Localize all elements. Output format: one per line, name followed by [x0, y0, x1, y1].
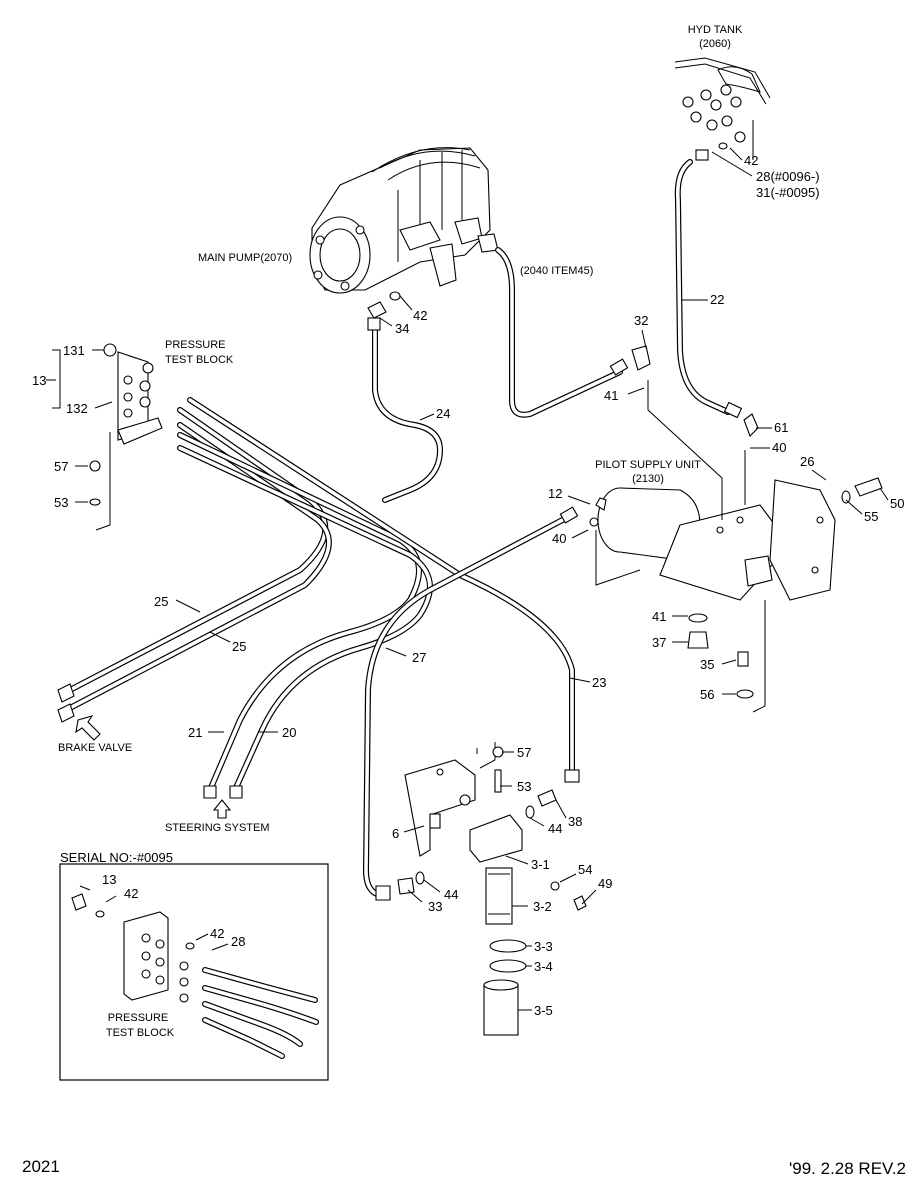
callout-55: 55 — [864, 509, 878, 524]
hose-24 — [372, 327, 443, 503]
pressure-test-block-label-1: PRESSURE — [165, 339, 226, 351]
page-number: 2021 — [22, 1157, 60, 1176]
callout-54: 54 — [578, 862, 592, 877]
callout-21: 21 — [188, 725, 202, 740]
callout-33: 33 — [428, 899, 442, 914]
hose-25-pair — [67, 407, 332, 711]
inset-callout-42a: 42 — [124, 886, 138, 901]
callout-42a: 42 — [744, 153, 758, 168]
ref-2040-label: (2040 ITEM45) — [520, 265, 593, 277]
inset-callout-28: 28 — [231, 934, 245, 949]
callout-25a: 25 — [154, 594, 168, 609]
callout-41a: 41 — [604, 388, 618, 403]
callout-35: 35 — [700, 657, 714, 672]
brake-valve-arrow — [75, 715, 101, 741]
inset-block-label-2: TEST BLOCK — [106, 1027, 175, 1039]
brake-valve-label: BRAKE VALVE — [58, 742, 132, 754]
pressure-test-block-label-2: TEST BLOCK — [165, 354, 234, 366]
callout-3-2: 3-2 — [533, 899, 552, 914]
inset-callout-42b: 42 — [210, 926, 224, 941]
callout-32: 32 — [634, 313, 648, 328]
callout-40a: 40 — [772, 440, 786, 455]
main-pump-label: MAIN PUMP(2070) — [198, 252, 292, 264]
callout-leaders — [46, 147, 889, 1011]
callout-3-1: 3-1 — [531, 857, 550, 872]
inset-block-label-1: PRESSURE — [108, 1012, 169, 1024]
main-pump — [309, 147, 499, 319]
callout-50: 50 — [890, 496, 904, 511]
hose-fittings — [57, 149, 759, 901]
callout-3-3: 3-3 — [534, 939, 553, 954]
callout-3-4: 3-4 — [534, 959, 553, 974]
callout-26: 26 — [800, 454, 814, 469]
callout-3-5: 3-5 — [534, 1003, 553, 1018]
callout-13: 13 — [32, 373, 46, 388]
hose-22 — [674, 159, 731, 415]
callout-25b: 25 — [232, 639, 246, 654]
callout-44b: 44 — [444, 887, 458, 902]
callout-49: 49 — [598, 876, 612, 891]
callout-22: 22 — [710, 292, 724, 307]
inset-callout-13: 13 — [102, 872, 116, 887]
callout-61: 61 — [774, 420, 788, 435]
pilot-supply-ref: (2130) — [632, 473, 664, 485]
pressure-test-block — [89, 343, 163, 531]
callout-41b: 41 — [652, 609, 666, 624]
revision-label: '99. 2.28 REV.2 — [789, 1159, 906, 1178]
callout-57b: 57 — [517, 745, 531, 760]
callout-57a: 57 — [54, 459, 68, 474]
callout-40b: 40 — [552, 531, 566, 546]
callout-24: 24 — [436, 406, 450, 421]
callout-131: 131 — [63, 343, 85, 358]
callout-23: 23 — [592, 675, 606, 690]
inset-box — [59, 863, 329, 1081]
callout-28a: 28(#0096-) — [756, 169, 820, 184]
inset-serial-label: SERIAL NO:-#0095 — [60, 850, 173, 865]
hyd-tank-ref: (2060) — [699, 38, 731, 50]
callout-44a: 44 — [548, 821, 562, 836]
steering-system-label: STEERING SYSTEM — [165, 822, 270, 834]
steering-system-arrow — [212, 799, 232, 819]
pilot-supply-unit-label: PILOT SUPPLY UNIT — [595, 459, 701, 471]
callout-6: 6 — [392, 826, 399, 841]
hose-23 — [187, 397, 575, 778]
filter-assembly — [397, 742, 587, 1036]
callout-12: 12 — [548, 486, 562, 501]
callout-42b: 42 — [413, 308, 427, 323]
pilot-supply-unit — [589, 380, 883, 713]
callout-53b: 53 — [517, 779, 531, 794]
hyd-tank — [674, 57, 771, 160]
callout-132: 132 — [66, 401, 88, 416]
hose-2040 — [495, 247, 623, 418]
callout-34: 34 — [395, 321, 409, 336]
callout-37: 37 — [652, 635, 666, 650]
callout-38: 38 — [568, 814, 582, 829]
hyd-tank-label: HYD TANK — [688, 24, 743, 36]
callout-56: 56 — [700, 687, 714, 702]
callout-31: 31(-#0095) — [756, 185, 820, 200]
callout-27: 27 — [412, 650, 426, 665]
hose-20-21-pair — [177, 432, 433, 793]
callout-20: 20 — [282, 725, 296, 740]
callout-53a: 53 — [54, 495, 68, 510]
hose-27 — [363, 513, 573, 898]
